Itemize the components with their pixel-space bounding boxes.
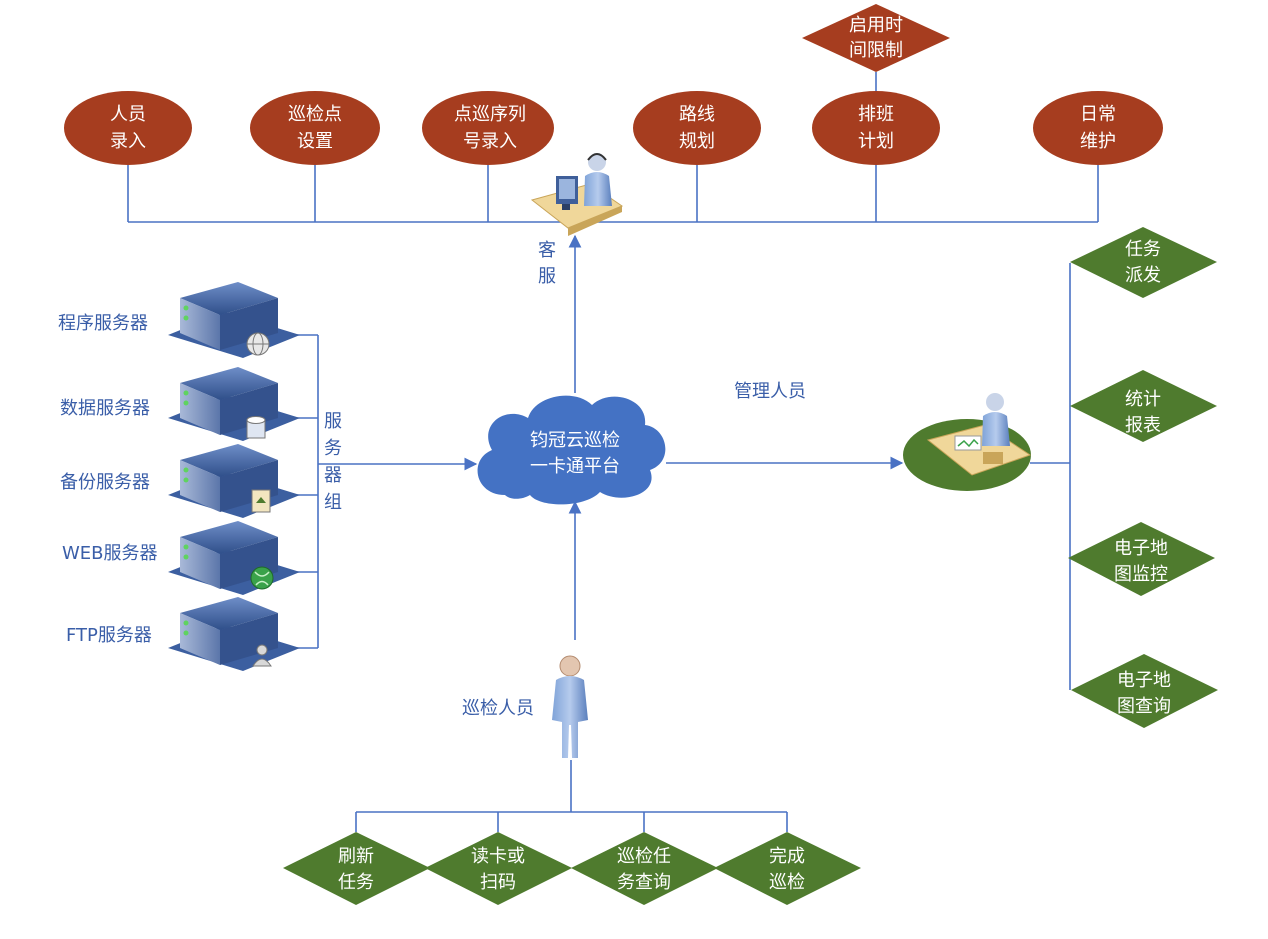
node-label: 路线	[679, 104, 715, 125]
customer-service-label: 客 服	[538, 240, 556, 287]
top-node-daily-maintenance: 日常 维护	[1033, 91, 1163, 165]
server-ftp: FTP服务器	[66, 597, 300, 671]
customer-service-workstation-icon	[530, 153, 624, 236]
server-label: WEB服务器	[62, 543, 158, 564]
node-label: 点巡序列	[454, 104, 526, 125]
node-label: 电子地	[1117, 670, 1171, 691]
node-label: 启用时	[849, 15, 903, 36]
svg-text:服: 服	[538, 266, 556, 287]
node-label: 任务	[1125, 239, 1161, 260]
time-limit-node: 启用时 间限制	[802, 4, 950, 72]
server-label: 数据服务器	[60, 398, 150, 419]
bottom-node-refresh-task: 刷新 任务	[283, 832, 430, 905]
top-node-checkpoint-setup: 巡检点 设置	[250, 91, 380, 165]
right-node-map-query: 电子地 图查询	[1071, 654, 1218, 728]
node-label: 号录入	[463, 131, 517, 152]
right-node-statistics-report: 统计 报表	[1070, 370, 1217, 442]
node-label: 报表	[1125, 415, 1161, 436]
node-label: 完成	[769, 846, 805, 867]
node-label: 排班	[858, 104, 894, 125]
server-label: 备份服务器	[60, 472, 150, 493]
svg-text:器: 器	[324, 465, 342, 486]
bottom-node-task-query: 巡检任 务查询	[571, 832, 718, 905]
right-node-task-dispatch: 任务 派发	[1070, 227, 1217, 298]
node-label: 巡检任	[617, 846, 671, 867]
svg-text:务: 务	[324, 438, 342, 459]
user-icon	[252, 644, 272, 667]
bottom-node-complete-inspection: 完成 巡检	[714, 832, 861, 905]
node-label: 维护	[1080, 131, 1116, 152]
server-group-label: 服 务 器 组	[324, 411, 342, 513]
svg-text:客: 客	[538, 240, 556, 261]
node-label: 录入	[110, 131, 146, 152]
node-label: 图监控	[1114, 564, 1168, 585]
node-label: 派发	[1125, 265, 1161, 286]
node-label: 统计	[1125, 389, 1161, 410]
top-node-route-planning: 路线 规划	[633, 91, 761, 165]
node-label: 务查询	[617, 872, 671, 893]
node-label: 扫码	[480, 872, 516, 893]
server-label: 程序服务器	[58, 313, 148, 334]
node-label: 规划	[679, 131, 715, 152]
manager-workstation-icon	[903, 393, 1032, 491]
server-program: 程序服务器	[58, 282, 300, 358]
node-label: 巡检点	[288, 104, 342, 125]
node-label: 电子地	[1114, 538, 1168, 559]
bottom-node-read-card: 读卡或 扫码	[425, 832, 572, 905]
node-label: 设置	[297, 131, 333, 152]
node-label: 读卡或	[471, 846, 525, 867]
top-node-sequence-entry: 点巡序列 号录入	[422, 91, 554, 165]
cloud-label: 钧冠云巡检	[530, 430, 620, 451]
globe-icon	[246, 332, 270, 356]
database-icon	[246, 416, 266, 439]
svg-text:组: 组	[324, 492, 342, 513]
right-node-map-monitoring: 电子地 图监控	[1068, 522, 1215, 596]
node-label: 任务	[338, 872, 374, 893]
cloud-platform: 钧冠云巡检 一卡通平台	[477, 395, 666, 505]
node-label: 间限制	[849, 40, 903, 61]
backup-icon	[251, 489, 271, 513]
server-web: WEB服务器	[62, 521, 300, 595]
cloud-label: 一卡通平台	[530, 456, 620, 477]
svg-text:服: 服	[324, 411, 342, 432]
node-label: 人员	[110, 104, 146, 125]
node-label: 刷新	[338, 846, 374, 867]
node-label: 日常	[1080, 104, 1116, 125]
web-globe-icon	[250, 566, 274, 590]
node-label: 计划	[858, 131, 894, 152]
inspector-label: 巡检人员	[462, 698, 534, 719]
top-node-shift-schedule: 排班 计划	[812, 91, 940, 165]
inspector-person-icon	[552, 655, 588, 758]
top-node-personnel-entry: 人员 录入	[64, 91, 192, 165]
server-backup: 备份服务器	[60, 444, 300, 518]
server-label: FTP服务器	[66, 625, 152, 646]
manager-label: 管理人员	[734, 381, 806, 402]
node-label: 图查询	[1117, 696, 1171, 717]
node-label: 巡检	[769, 872, 805, 893]
server-data: 数据服务器	[60, 367, 300, 441]
